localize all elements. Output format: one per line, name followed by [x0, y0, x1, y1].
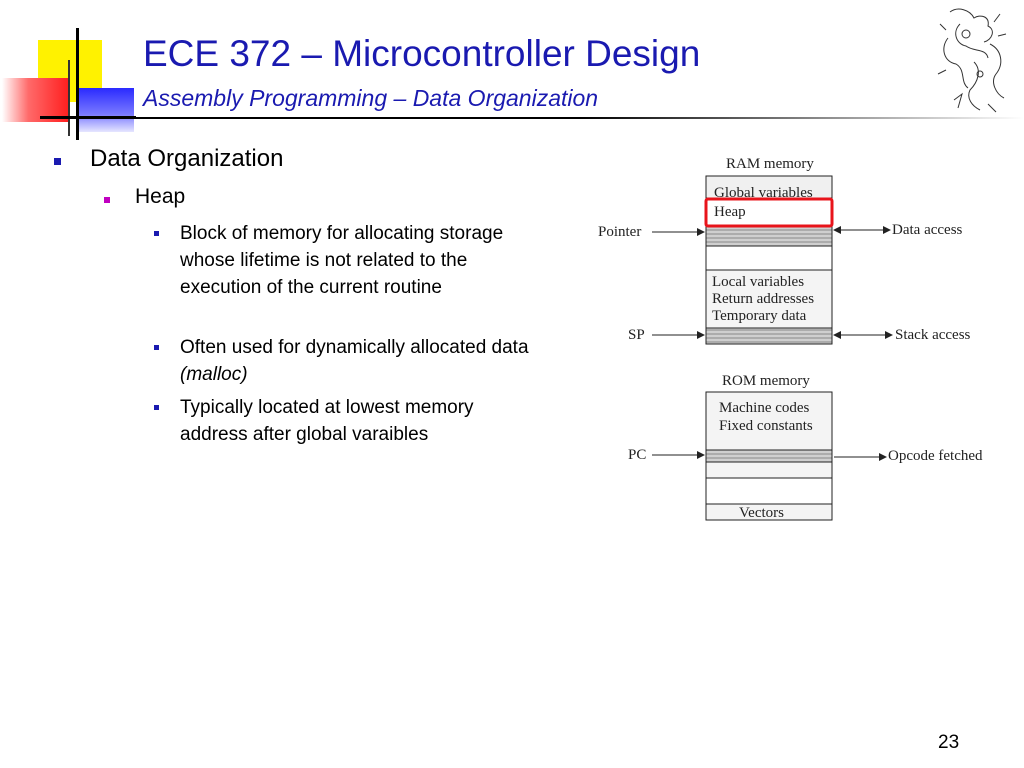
rom-fixed-constants: Fixed constants [719, 418, 813, 434]
rom-memory-title: ROM memory [722, 373, 810, 389]
square-bullet-icon [154, 405, 159, 410]
label-pc: PC [628, 447, 646, 463]
bullet-lowest-address: Typically located at lowest memory addre… [154, 394, 544, 448]
square-bullet-icon [154, 345, 159, 350]
rom-machine-codes: Machine codes [719, 400, 810, 416]
bullet-dynamic-alloc: Often used for dynamically allocated dat… [154, 334, 544, 388]
ram-block [705, 175, 833, 345]
page-number: 23 [938, 732, 960, 753]
label-stack-access: Stack access [895, 327, 971, 343]
heap-highlight-box [704, 197, 834, 228]
memory-map-diagram: RAM memory Global variables Heap Local v… [598, 156, 983, 521]
ram-global-variables: Global variables [714, 185, 813, 201]
logo-red-square [2, 78, 68, 122]
slide-title: ECE 372 – Microcontroller Design [143, 33, 701, 74]
logo-blue-square [78, 88, 134, 132]
ram-memory-title: RAM memory [726, 156, 814, 172]
logo-vertical-line [76, 28, 79, 140]
title-underline-fade [580, 117, 1024, 119]
bullet-block-of-memory: Block of memory for allocating storage w… [154, 220, 544, 301]
dynamic-alloc-text: Often used for dynamically allocated dat… [180, 337, 529, 358]
rom-block [705, 391, 833, 521]
malloc-text: (malloc) [180, 364, 248, 385]
ram-temporary-data: Temporary data [712, 308, 807, 324]
rom-vectors: Vectors [739, 505, 784, 521]
logo-vertical-line-2 [68, 60, 70, 136]
square-bullet-icon [104, 197, 110, 203]
square-bullet-icon [54, 158, 61, 165]
label-pointer: Pointer [598, 224, 641, 240]
ram-heap: Heap [714, 204, 746, 220]
ram-local-variables: Local variables [712, 274, 804, 290]
label-data-access: Data access [892, 222, 963, 238]
corner-logo [0, 0, 140, 140]
ram-return-addresses: Return addresses [712, 291, 814, 307]
sketch-illustration-icon [937, 8, 1007, 113]
square-bullet-icon [154, 231, 159, 236]
slide-subtitle: Assembly Programming – Data Organization [143, 85, 599, 111]
title-underline [40, 117, 1024, 119]
label-sp: SP [628, 327, 645, 343]
label-opcode-fetched: Opcode fetched [888, 448, 983, 464]
